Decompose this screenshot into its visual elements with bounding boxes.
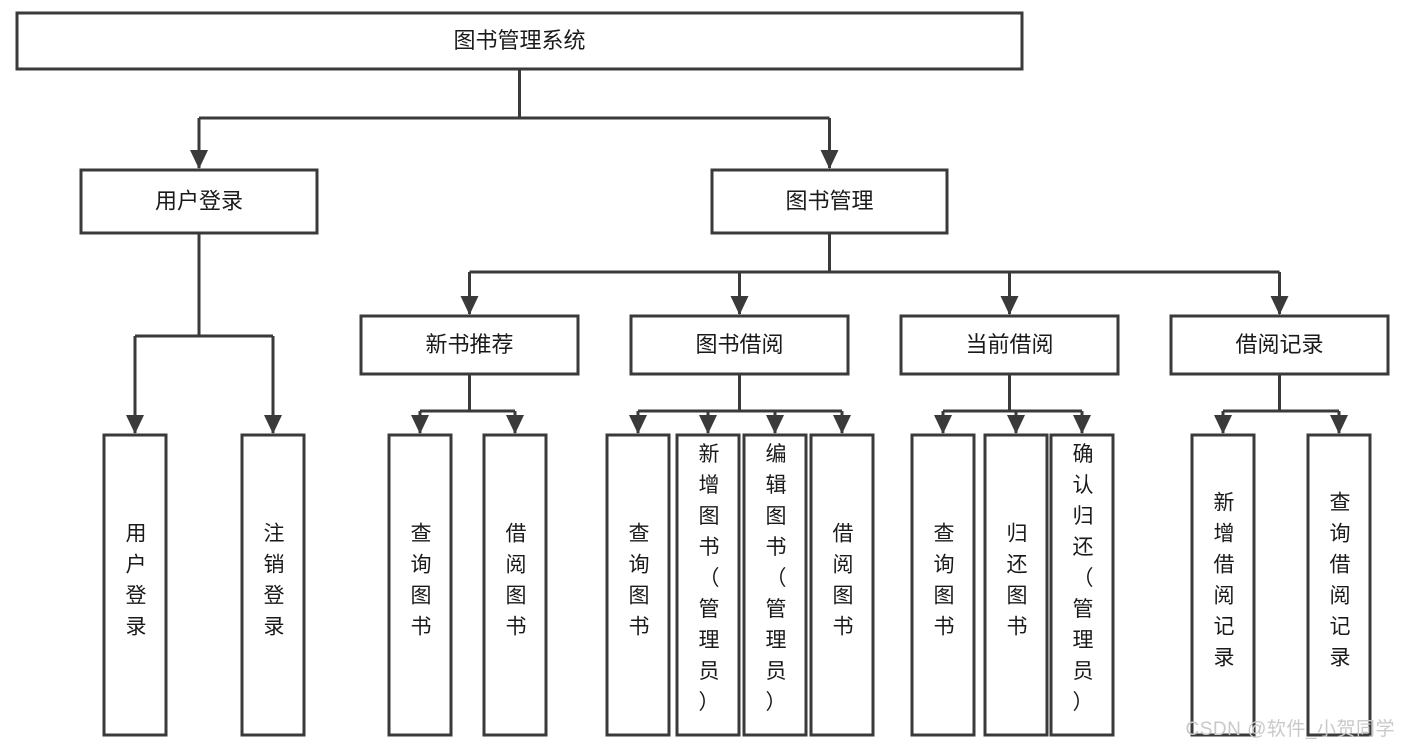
node-label: 图书管理系统 [453, 28, 585, 53]
node-box [742, 433, 808, 737]
node-book-borrow[interactable]: 图书借阅 [629, 314, 850, 376]
arrow-head-icon [699, 415, 717, 434]
node-box [809, 433, 875, 737]
node-borrow-record[interactable]: 借阅记录 [1169, 314, 1390, 376]
arrow-head-icon [126, 415, 144, 434]
node-box [629, 314, 850, 376]
node-box [710, 168, 949, 235]
node-leaf-confirm-return[interactable]: 确认归还（管理员） [1049, 433, 1115, 737]
arrow-head-icon [264, 415, 282, 434]
node-box [15, 11, 1024, 71]
arrow-head-icon [833, 415, 851, 434]
node-new-book-rec[interactable]: 新书推荐 [359, 314, 580, 376]
arrow-head-icon [411, 415, 429, 434]
node-box [1306, 433, 1372, 737]
node-label: 确认归还（管理员） [1073, 443, 1094, 714]
node-root[interactable]: 图书管理系统 [15, 11, 1024, 71]
nodes-layer: 图书管理系统用户登录图书管理新书推荐图书借阅当前借阅借阅记录用户登录注销登录查询… [15, 11, 1390, 737]
node-label: 新书推荐 [425, 332, 513, 357]
edges-layer [126, 69, 1348, 434]
node-box [79, 168, 319, 235]
arrow-head-icon [730, 296, 749, 315]
node-leaf-edit-book[interactable]: 编辑图书（管理员） [742, 433, 808, 737]
node-current-borrow[interactable]: 当前借阅 [899, 314, 1120, 376]
arrow-head-icon [1270, 296, 1289, 315]
arrow-head-icon [1214, 415, 1232, 434]
node-leaf-return-book[interactable]: 归还图书 [983, 433, 1049, 737]
node-leaf-borrow-book-1[interactable]: 借阅图书 [482, 433, 548, 737]
arrow-head-icon [934, 415, 952, 434]
arrow-head-icon [766, 415, 784, 434]
node-leaf-borrow-book-2[interactable]: 借阅图书 [809, 433, 875, 737]
node-label: 图书借阅 [695, 332, 783, 357]
arrow-head-icon [1000, 296, 1019, 315]
node-label: 当前借阅 [965, 332, 1053, 357]
node-label: 借阅记录 [1235, 332, 1323, 357]
arrow-head-icon [1330, 415, 1348, 434]
node-user-login[interactable]: 用户登录 [79, 168, 319, 235]
node-box [387, 433, 453, 737]
node-book-manage[interactable]: 图书管理 [710, 168, 949, 235]
node-leaf-add-record[interactable]: 新增借阅记录 [1190, 433, 1256, 737]
node-leaf-user-login[interactable]: 用户登录 [102, 433, 168, 737]
node-leaf-query-book-1[interactable]: 查询图书 [387, 433, 453, 737]
node-box [675, 433, 741, 737]
node-box [1169, 314, 1390, 376]
node-leaf-user-logout[interactable]: 注销登录 [240, 433, 306, 737]
node-leaf-query-book-2[interactable]: 查询图书 [605, 433, 671, 737]
node-box [359, 314, 580, 376]
arrow-head-icon [460, 296, 479, 315]
node-box [1049, 433, 1115, 737]
node-leaf-query-record[interactable]: 查询借阅记录 [1306, 433, 1372, 737]
node-box [910, 433, 976, 737]
node-label: 查询图书 [411, 523, 432, 639]
arrow-head-icon [190, 150, 208, 169]
node-label: 用户登录 [126, 523, 147, 639]
node-leaf-add-book[interactable]: 新增图书（管理员） [675, 433, 741, 737]
node-label: 借阅图书 [506, 523, 527, 639]
node-box [605, 433, 671, 737]
node-label: 归还图书 [1007, 523, 1028, 639]
arrow-head-icon [629, 415, 647, 434]
node-label: 用户登录 [155, 188, 243, 213]
node-leaf-query-book-3[interactable]: 查询图书 [910, 433, 976, 737]
node-box [983, 433, 1049, 737]
node-label: 查询借阅记录 [1330, 492, 1351, 670]
node-label: 查询图书 [629, 523, 650, 639]
node-box [482, 433, 548, 737]
node-box [1190, 433, 1256, 737]
node-label: 注销登录 [264, 523, 285, 639]
node-box [240, 433, 306, 737]
arrow-head-icon [820, 150, 839, 169]
node-label: 新增借阅记录 [1214, 492, 1235, 670]
node-label: 图书管理 [785, 188, 873, 213]
node-box [102, 433, 168, 737]
node-label: 编辑图书（管理员） [766, 443, 787, 714]
node-label: 查询图书 [934, 523, 955, 639]
arrow-head-icon [506, 415, 524, 434]
arrow-head-icon [1007, 415, 1025, 434]
node-label: 借阅图书 [833, 523, 854, 639]
node-box [899, 314, 1120, 376]
node-label: 新增图书（管理员） [699, 443, 720, 714]
arrow-head-icon [1073, 415, 1091, 434]
